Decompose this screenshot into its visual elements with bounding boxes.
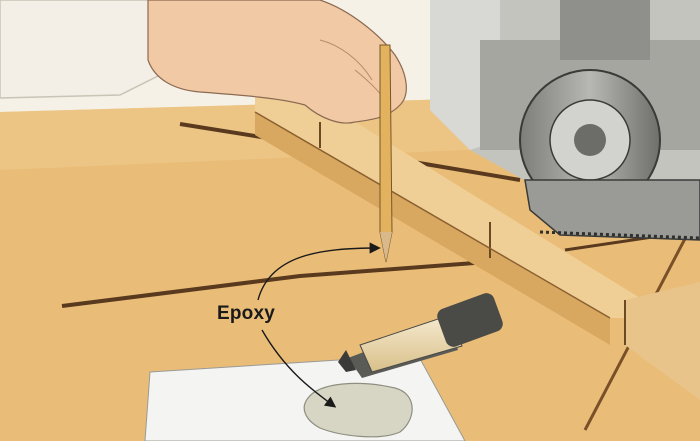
pencil (379, 44, 393, 263)
epoxy-blob (303, 382, 413, 438)
saw-blade (524, 179, 700, 241)
hand-with-pencil (0, 0, 407, 263)
arrow-to-kerf (257, 242, 381, 301)
epoxy-syringe (338, 293, 503, 378)
arrow-to-blob (261, 329, 337, 408)
wood-fence (254, 88, 700, 400)
kerf-line-front (61, 260, 489, 308)
miter-saw (430, 0, 700, 241)
epoxy-callout-label: Epoxy (217, 303, 276, 324)
hand (147, 0, 407, 124)
sleeve (0, 0, 171, 99)
